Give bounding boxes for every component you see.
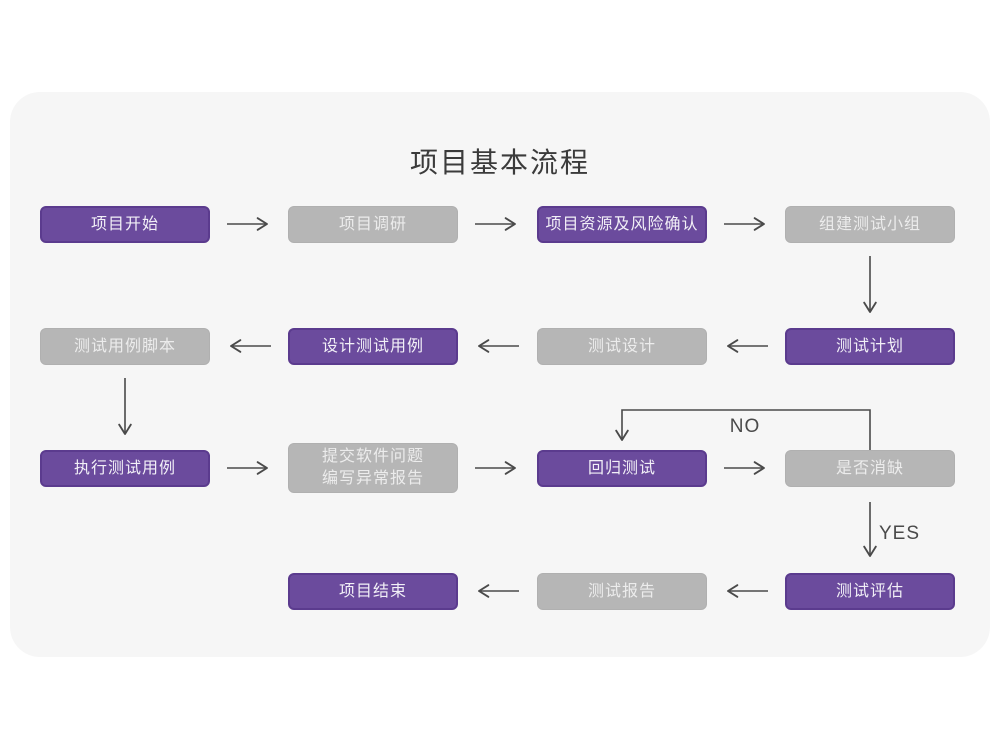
flow-node-test-evaluation: 测试评估: [785, 573, 955, 610]
flow-node-label: 测试计划: [835, 337, 904, 355]
no-branch-label: NO: [729, 416, 761, 437]
flow-node-label: 组建测试小组: [818, 215, 921, 233]
flow-node-build-test-team: 组建测试小组: [785, 206, 955, 243]
flow-node-label: 设计测试用例: [321, 337, 424, 355]
yes-branch-label: YES: [879, 523, 921, 544]
flow-node-label: 测试用例脚本: [73, 337, 176, 355]
flow-node-label: 执行测试用例: [73, 459, 176, 477]
flow-node-label-line2: 编写异常报告: [321, 470, 424, 487]
flow-node-execute-test-case: 执行测试用例: [40, 450, 210, 487]
flow-node-label: 测试评估: [835, 582, 904, 600]
flow-node-label: 项目调研: [338, 215, 407, 233]
flow-node-regression-test: 回归测试: [537, 450, 707, 487]
flow-node-project-start: 项目开始: [40, 206, 210, 243]
flow-node-label: 项目开始: [90, 215, 159, 233]
flow-node-label: 项目资源及风险确认: [545, 215, 699, 233]
flow-node-test-design: 测试设计: [537, 328, 707, 365]
flow-node-label: 是否消缺: [835, 459, 904, 477]
flow-node-label: 回归测试: [587, 459, 656, 477]
flow-node-label-line1: 提交软件问题: [321, 448, 424, 466]
flow-node-design-test-case: 设计测试用例: [288, 328, 458, 365]
flowchart-card: [10, 92, 990, 657]
flow-node-project-research: 项目调研: [288, 206, 458, 243]
flow-node-label: 测试报告: [587, 582, 656, 600]
flow-node-submit-issues: 提交软件问题 编写异常报告: [288, 443, 458, 493]
flow-node-defect-cleared: 是否消缺: [785, 450, 955, 487]
page-title: 项目基本流程: [409, 147, 590, 178]
flow-node-test-report: 测试报告: [537, 573, 707, 610]
flow-node-test-plan: 测试计划: [785, 328, 955, 365]
flow-node-label: 项目结束: [338, 582, 407, 600]
flow-node-resource-risk: 项目资源及风险确认: [537, 206, 707, 243]
flow-node-test-case-script: 测试用例脚本: [40, 328, 210, 365]
flow-node-project-end: 项目结束: [288, 573, 458, 610]
flow-node-label: 测试设计: [587, 337, 656, 355]
